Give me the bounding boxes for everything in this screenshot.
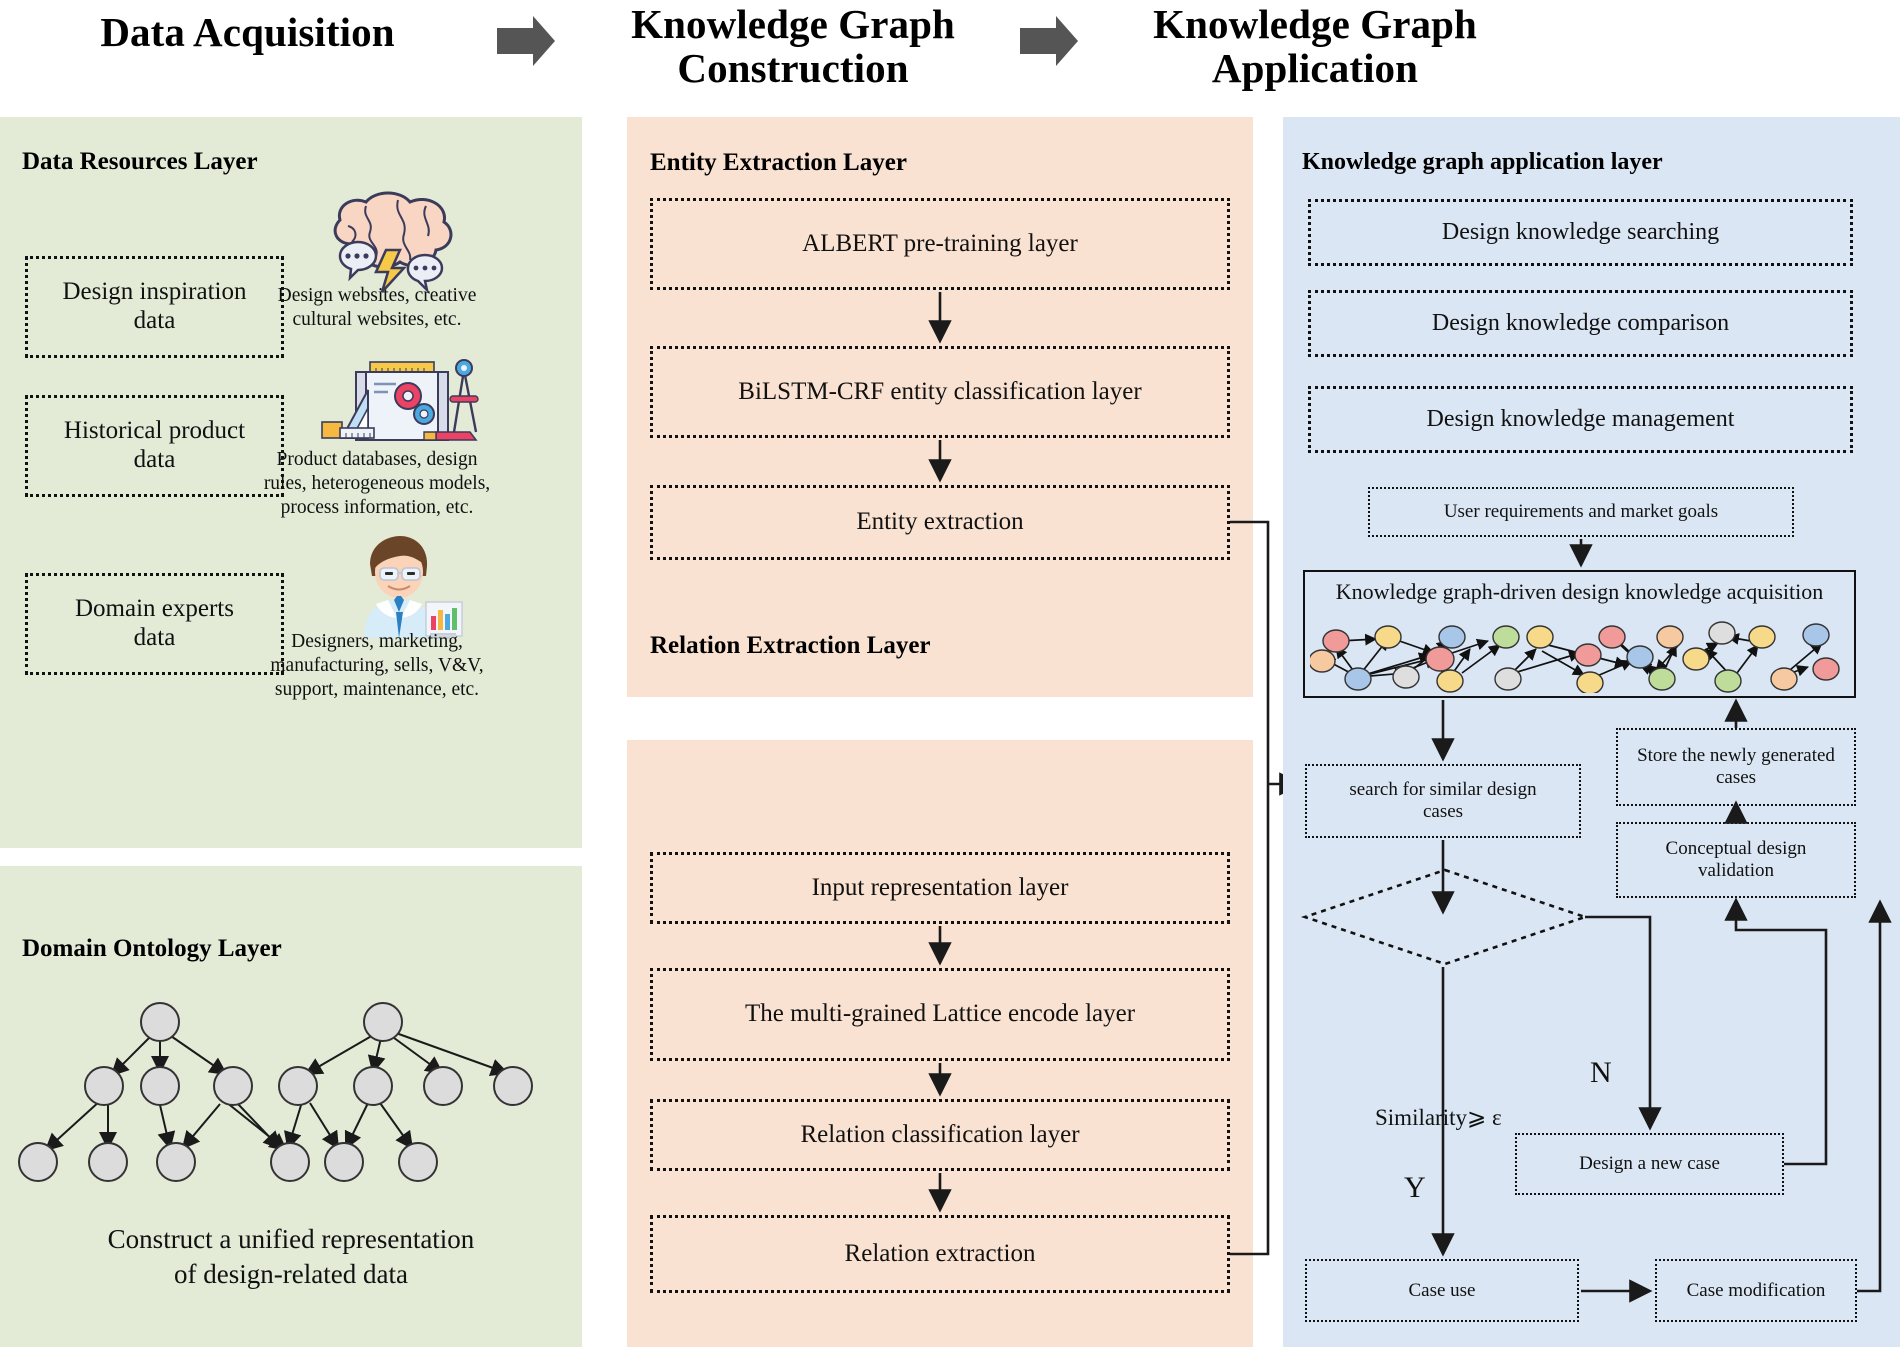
- box-case-modification[interactable]: Case modification: [1655, 1259, 1857, 1322]
- column-title-kg-construction: Knowledge Graph Construction: [578, 2, 1008, 91]
- box-conceptual-design-validation[interactable]: Conceptual design validation: [1616, 822, 1856, 898]
- box-label: Entity extraction: [856, 508, 1024, 536]
- branch-label-no: N: [1590, 1056, 1612, 1089]
- box-label: Design inspiration data: [62, 278, 247, 334]
- domain-ontology-layer-title: Domain Ontology Layer: [22, 935, 282, 962]
- box-label: search for similar design cases: [1349, 779, 1537, 822]
- box-kg-driven-design-knowledge-acquisition[interactable]: Knowledge graph-driven design knowledge …: [1303, 570, 1856, 698]
- box-label: User requirements and market goals: [1443, 501, 1719, 523]
- box-label: Design knowledge management: [1426, 405, 1735, 432]
- column-title-line1: Knowledge Graph: [1153, 1, 1477, 47]
- kg-application-layer-title: Knowledge graph application layer: [1302, 149, 1663, 175]
- column-title-kg-application: Knowledge Graph Application: [1100, 2, 1530, 91]
- box-label: Case use: [1408, 1279, 1476, 1301]
- box-historical-product-data[interactable]: Historical product data: [25, 395, 284, 497]
- column-title-line2: Application: [1211, 45, 1419, 92]
- kg-acquisition-title: Knowledge graph-driven design knowledge …: [1335, 579, 1824, 604]
- box-store-newly-generated-cases[interactable]: Store the newly generated cases: [1616, 728, 1856, 806]
- ontology-footer-text: Construct a unified representation of de…: [107, 1224, 475, 1289]
- branch-label-yes: Y: [1404, 1171, 1426, 1204]
- brain-idea-icon: [300, 188, 490, 298]
- box-case-use[interactable]: Case use: [1305, 1259, 1579, 1322]
- box-design-knowledge-management[interactable]: Design knowledge management: [1308, 386, 1853, 453]
- box-input-representation-layer[interactable]: Input representation layer: [650, 852, 1230, 924]
- box-label: Design knowledge searching: [1441, 218, 1720, 245]
- entity-extraction-layer-title: Entity Extraction Layer: [650, 149, 907, 176]
- box-label: Input representation layer: [811, 873, 1069, 901]
- relation-extraction-layer-title: Relation Extraction Layer: [650, 632, 931, 659]
- box-label: The multi-grained Lattice encode layer: [744, 1000, 1136, 1028]
- box-label: Historical product data: [63, 417, 246, 473]
- box-label: Case modification: [1686, 1279, 1826, 1301]
- flow-arrow-1-icon: [495, 12, 557, 70]
- caption-domain-experts: Designers, marketing, manufacturing, sel…: [270, 631, 484, 700]
- box-design-a-new-case[interactable]: Design a new case: [1515, 1133, 1784, 1195]
- column-title-data-acquisition: Data Acquisition: [0, 10, 495, 54]
- box-label: BiLSTM-CRF entity classification layer: [738, 377, 1142, 405]
- expert-person-icon: [330, 530, 464, 640]
- box-albert-pretraining-layer[interactable]: ALBERT pre-training layer: [650, 198, 1230, 290]
- caption-design-inspiration: Design websites, creative cultural websi…: [277, 285, 477, 330]
- box-label: Domain experts data: [75, 595, 234, 651]
- panel-data-resources-layer: [0, 117, 582, 848]
- box-design-knowledge-searching[interactable]: Design knowledge searching: [1308, 199, 1853, 266]
- box-design-knowledge-comparison[interactable]: Design knowledge comparison: [1308, 290, 1853, 357]
- box-label: Relation extraction: [844, 1239, 1036, 1267]
- box-relation-classification-layer[interactable]: Relation classification layer: [650, 1099, 1230, 1171]
- box-entity-extraction[interactable]: Entity extraction: [650, 485, 1230, 560]
- box-label: Store the newly generated cases: [1637, 745, 1835, 788]
- box-label: Conceptual design validation: [1665, 838, 1807, 881]
- column-title-line1: Knowledge Graph: [631, 1, 955, 47]
- box-label: Design knowledge comparison: [1431, 309, 1730, 336]
- similarity-condition-label: Similarity⩾ ε: [1375, 1105, 1502, 1130]
- blueprint-drafting-icon: [312, 352, 492, 452]
- box-multi-grained-lattice-encode-layer[interactable]: The multi-grained Lattice encode layer: [650, 968, 1230, 1061]
- caption-historical-product: Product databases, design rules, heterog…: [263, 449, 491, 518]
- box-label: Design a new case: [1579, 1153, 1720, 1175]
- box-bilstm-crf-entity-classification-layer[interactable]: BiLSTM-CRF entity classification layer: [650, 346, 1230, 438]
- box-search-similar-design-cases[interactable]: search for similar design cases: [1305, 764, 1581, 838]
- panel-entity-extraction-layer: [627, 117, 1253, 697]
- column-title-line2: Construction: [677, 45, 909, 92]
- panel-relation-extraction-layer: [627, 740, 1253, 1347]
- data-resources-layer-title: Data Resources Layer: [22, 148, 258, 175]
- box-label: Relation classification layer: [800, 1120, 1080, 1148]
- flow-arrow-2-icon: [1018, 12, 1080, 70]
- box-user-requirements-market-goals[interactable]: User requirements and market goals: [1368, 487, 1794, 537]
- box-design-inspiration-data[interactable]: Design inspiration data: [25, 256, 284, 358]
- box-label: ALBERT pre-training layer: [802, 229, 1078, 257]
- box-domain-experts-data[interactable]: Domain experts data: [25, 573, 284, 675]
- box-relation-extraction[interactable]: Relation extraction: [650, 1215, 1230, 1293]
- column-title-text: Data Acquisition: [100, 9, 395, 55]
